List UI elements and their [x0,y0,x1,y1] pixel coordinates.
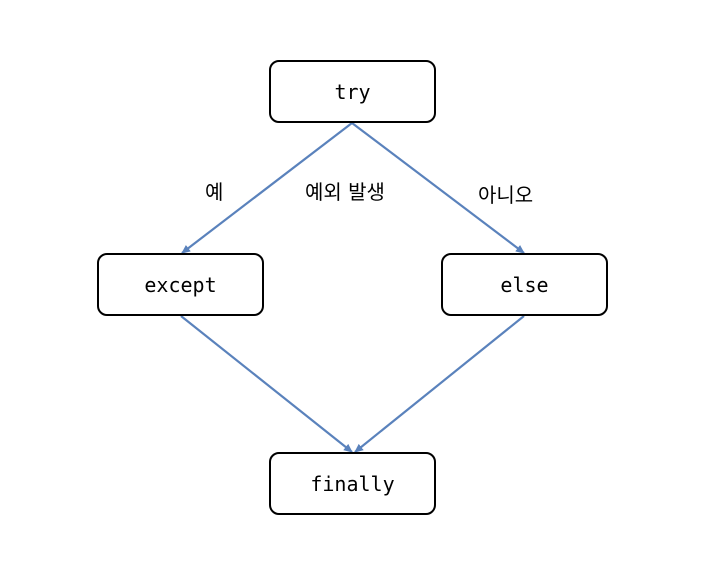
node-except-label: except [144,272,217,297]
node-try: try [269,60,436,123]
node-finally-label: finally [310,471,395,496]
node-finally: finally [269,452,436,515]
node-except: except [97,253,264,316]
edge-try-to-else [351,122,525,254]
node-try-label: try [334,79,371,104]
node-else-label: else [500,272,549,297]
edge-try-to-except [181,122,353,254]
edge-label-exception-occurred: 예외 발생 [305,180,385,204]
edge-label-no: 아니오 [478,183,534,207]
node-else: else [441,253,608,316]
edge-else-to-finally [354,315,525,453]
edge-label-yes: 예 [205,180,224,204]
edge-except-to-finally [180,315,353,453]
